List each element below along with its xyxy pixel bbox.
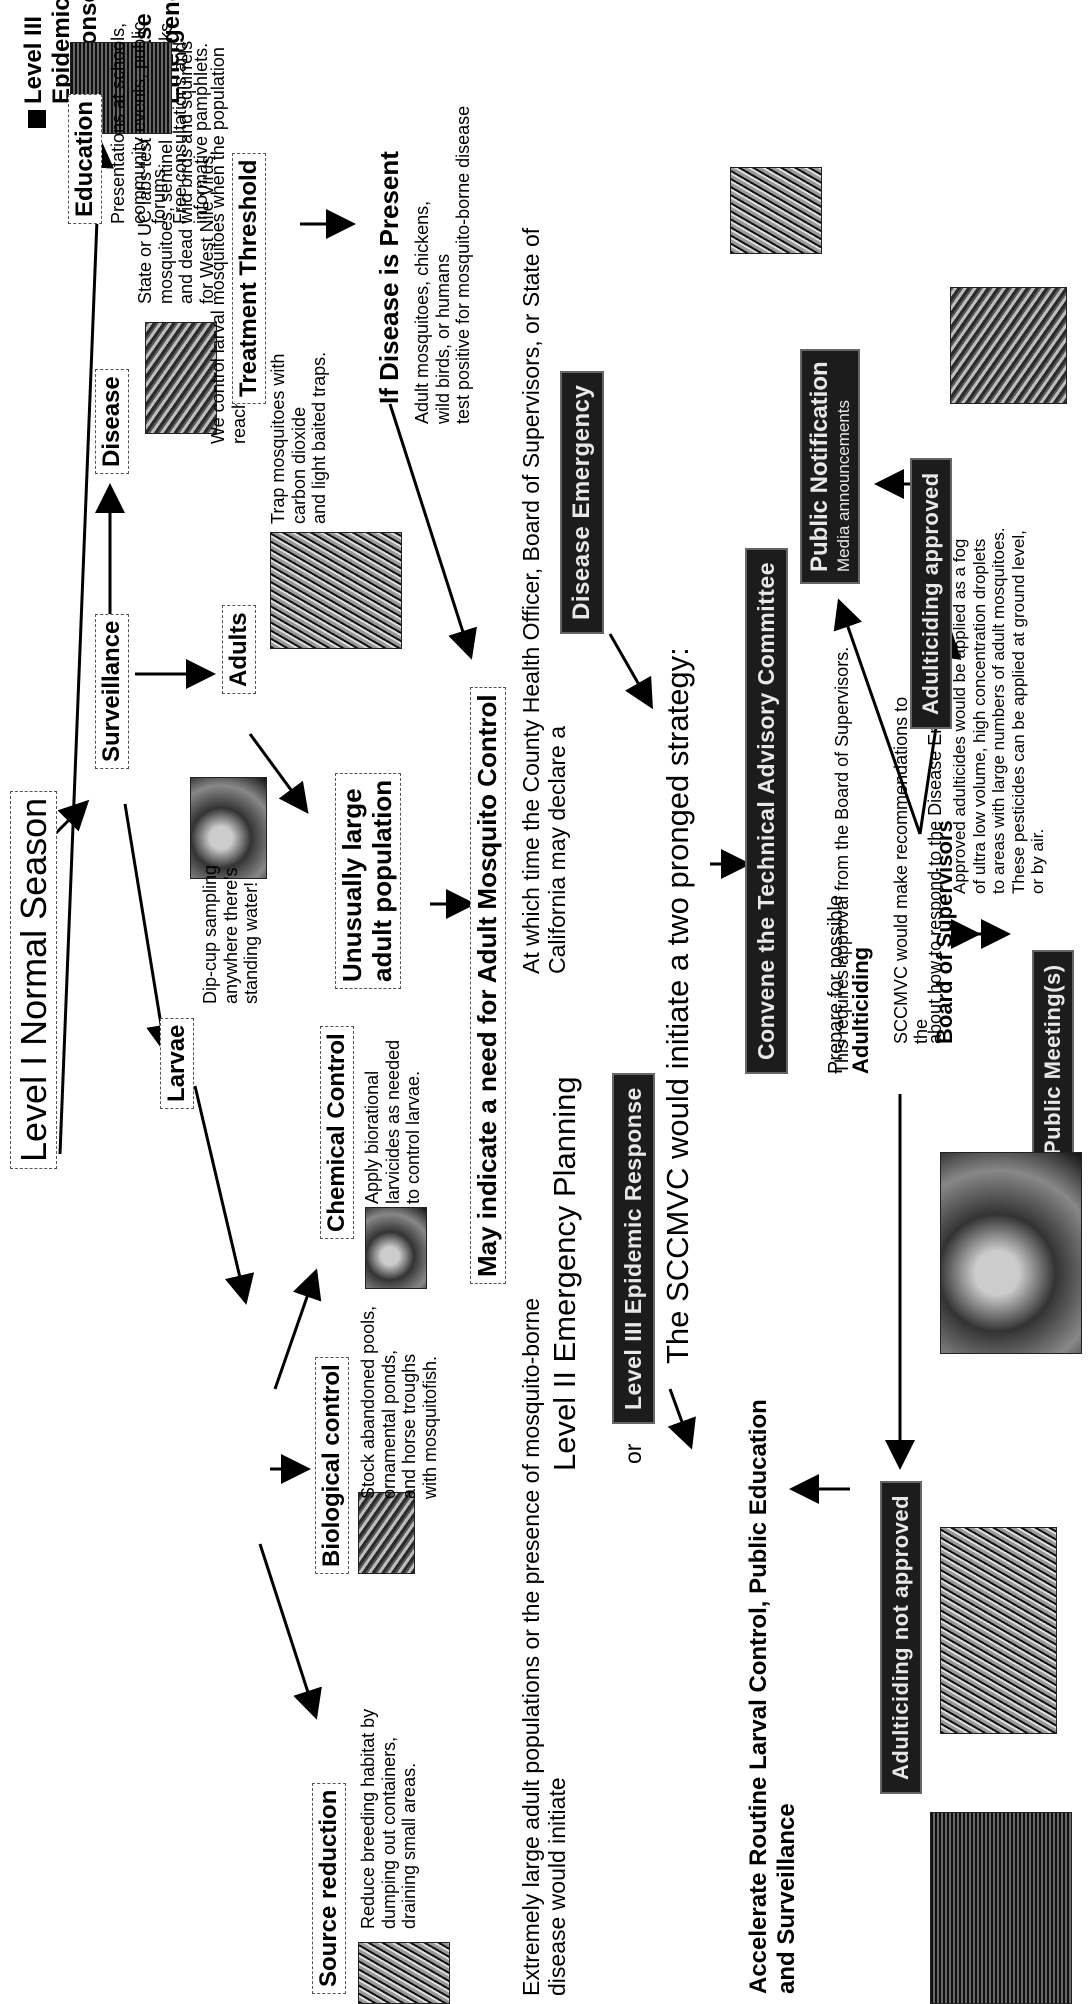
adults-desc: Trap mosquitoes with carbon dioxide and … bbox=[268, 351, 330, 524]
notification-photo bbox=[730, 167, 822, 254]
source-label: Source reduction bbox=[312, 1782, 346, 1994]
arrow-level1-education bbox=[58, 138, 115, 1155]
accelerate-text: Accelerate Routine Larval Control, Publi… bbox=[745, 1399, 800, 1994]
level1-title: Level I Normal Season bbox=[10, 790, 58, 1169]
media-announcements: Media announcements bbox=[834, 399, 853, 572]
arrow-adults-unusual bbox=[248, 733, 309, 814]
adults-label: Adults bbox=[222, 605, 256, 694]
education-label: Education bbox=[68, 93, 102, 224]
arrow-ifdisease-may bbox=[388, 403, 477, 660]
not-approved-photo bbox=[940, 1152, 1082, 1354]
source-desc: Reduce breeding habitat by dumping out c… bbox=[358, 1708, 420, 1929]
spray-photo bbox=[940, 1527, 1057, 1734]
chemical-desc: Apply biorational larvicides as needed t… bbox=[362, 1039, 424, 1204]
approved-photo bbox=[950, 287, 1067, 404]
disease-label: Disease bbox=[95, 369, 129, 474]
level2-planning: Level II Emergency Planning bbox=[547, 1076, 582, 1471]
arrow-level3-accelerate bbox=[667, 1388, 696, 1450]
accelerate-photo bbox=[930, 1812, 1072, 2004]
public-notification-title: Public Notification bbox=[806, 361, 833, 572]
treatment-threshold: Treatment Threshold bbox=[232, 152, 266, 404]
two-pronged-strategy: The SCCMVC would initiate a two pronged … bbox=[660, 647, 695, 1364]
if-disease-title: If Disease is Present bbox=[374, 151, 404, 404]
arrow-board-publicnotification bbox=[833, 598, 922, 835]
adults-photo bbox=[270, 532, 402, 649]
public-notification-box: Public Notification Media announcements bbox=[800, 349, 860, 584]
chemical-label: Chemical Control bbox=[320, 1026, 354, 1239]
arrow-larvae-threshold bbox=[193, 1085, 255, 1305]
biological-photo bbox=[358, 1492, 415, 1574]
arrow-threshold-source bbox=[258, 1543, 322, 1720]
larvae-desc: Dip-cup sampling anywhere there's standi… bbox=[200, 864, 262, 1004]
source-photo bbox=[358, 1942, 450, 2004]
arrow-diseaseemergency-two bbox=[608, 633, 653, 710]
or-word: or bbox=[620, 1443, 646, 1464]
adulticiding-approved-box: Adulticiding approved bbox=[910, 458, 952, 729]
approved-desc: Approved adulticides would be applied as… bbox=[950, 527, 1048, 894]
may-indicate: May indicate a need for Adult Mosquito C… bbox=[470, 687, 506, 1284]
larvae-label: Larvae bbox=[160, 1017, 194, 1109]
adulticiding-not-approved-box: Adulticiding not approved bbox=[880, 1480, 922, 1794]
requires-approval: This requires approval from the Board of… bbox=[832, 646, 852, 1074]
disease-emergency-box: Disease Emergency bbox=[560, 370, 604, 634]
public-meetings-box: Public Meeting(s) bbox=[1032, 950, 1074, 1169]
if-disease-desc: Adult mosquitoes, chickens, wild birds, … bbox=[412, 105, 474, 424]
arrow-level1-surveillance bbox=[53, 799, 90, 836]
arrow-threshold-chemical bbox=[273, 1268, 322, 1390]
level3-response-box: Level III Epidemic Response bbox=[612, 1073, 655, 1424]
biological-desc: Stock abandoned pools, ornamental ponds,… bbox=[358, 1305, 441, 1499]
larvae-photo bbox=[190, 777, 267, 879]
level3-bullet bbox=[28, 110, 46, 128]
convene-box: Convene the Technical Advisory Committee bbox=[745, 547, 788, 1074]
unusual-population: Unusually large adult population bbox=[335, 772, 401, 989]
disease-photo bbox=[145, 322, 217, 434]
arrow-surveillance-larvae bbox=[123, 803, 176, 1055]
chemical-photo bbox=[365, 1207, 427, 1289]
education-desc: Presentations at schools, community even… bbox=[108, 21, 211, 224]
biological-label: Biological control bbox=[315, 1357, 349, 1574]
surveillance-label: Surveillance bbox=[95, 613, 129, 769]
